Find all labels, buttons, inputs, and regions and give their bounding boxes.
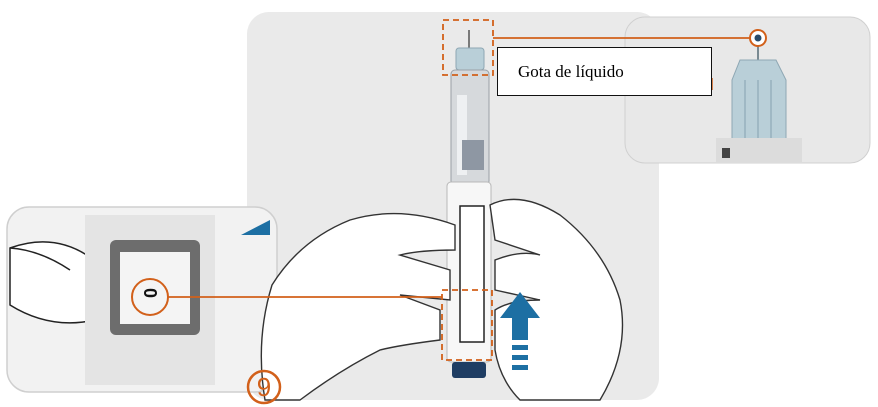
dose-dashed-highlight	[441, 289, 493, 361]
step-number-badge	[246, 369, 282, 405]
zoom-pen-body	[716, 138, 802, 163]
step-number: 9	[256, 371, 272, 402]
pen-push-button	[452, 362, 486, 378]
dose-number: 0	[140, 288, 160, 298]
upward-arrow-icon	[500, 292, 540, 370]
pen-needle-cap	[455, 47, 485, 71]
drop-label-box: Gota de líquido	[497, 47, 712, 96]
needle-dashed-highlight	[442, 19, 494, 76]
occlusion-bar	[459, 205, 485, 343]
drop-label-text: Gota de líquido	[518, 61, 624, 81]
dose-window-zoom-panel: 0	[6, 206, 278, 393]
